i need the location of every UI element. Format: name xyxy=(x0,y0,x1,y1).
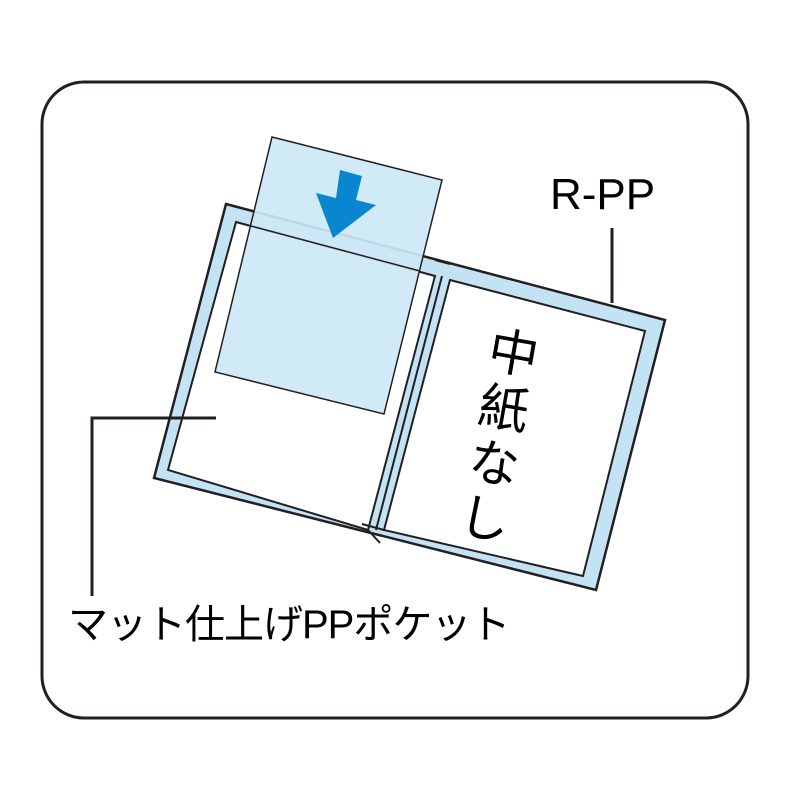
no-paper-label-wrap: 中紙なし xyxy=(436,321,566,552)
outer-frame xyxy=(40,80,750,720)
pocket-label: マット仕上げPPポケット xyxy=(68,603,510,647)
spine-tick-bottom2 xyxy=(367,529,381,544)
spine-tick-top xyxy=(434,259,451,265)
spine-tick-bottom xyxy=(361,523,385,531)
pocket-sheet xyxy=(214,136,443,415)
cover-label: R-PP xyxy=(550,170,656,219)
arrow-down-icon xyxy=(316,170,376,238)
spine-line xyxy=(375,275,443,531)
no-paper-label: 中紙なし xyxy=(454,321,544,553)
leader-line-pocket xyxy=(90,416,216,596)
right-page xyxy=(382,278,647,578)
page-edge-over-pocket xyxy=(235,221,421,272)
